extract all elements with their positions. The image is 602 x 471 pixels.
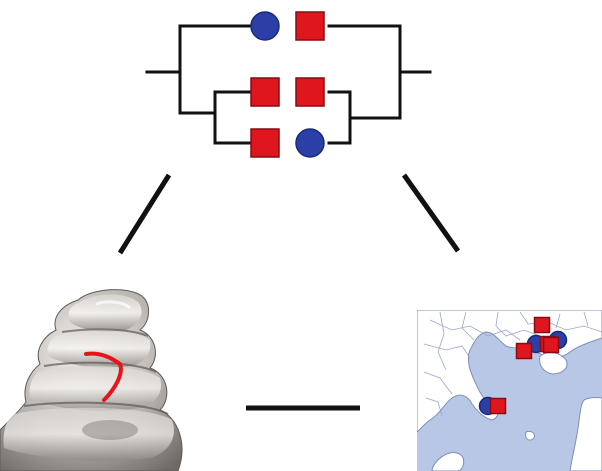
shell-whorl-3: [3, 407, 174, 461]
map-marker-north-square: [515, 342, 533, 360]
map-marker-north-square: [533, 316, 551, 334]
shell-suture-1: [61, 328, 149, 337]
map-border-2: [423, 343, 471, 359]
shell-photograph: [0, 289, 183, 471]
distribution-map: [417, 310, 602, 471]
shell-suture-3: [23, 401, 169, 415]
map-land-east: [569, 397, 602, 471]
shell-suture-2: [43, 361, 157, 373]
map-border-4: [461, 311, 475, 341]
shell-shadow: [82, 420, 138, 440]
leaf-top-marker-2-square: [295, 11, 325, 41]
map-border-1: [429, 319, 521, 341]
map-border-6: [519, 311, 602, 333]
leaf-top-marker-1-circle: [250, 11, 280, 41]
leaf-markers: [250, 11, 325, 158]
leaf-bottom-marker-1-square: [250, 128, 280, 158]
map-marker-north-square: [542, 336, 560, 354]
map-border-7: [423, 371, 453, 395]
map-border-9: [555, 313, 561, 329]
leaf-middle-marker-2-square: [295, 77, 325, 107]
map-border-5: [495, 311, 541, 337]
map-border-8: [425, 397, 443, 417]
leaf-middle-marker-1-square: [250, 77, 280, 107]
shell-whorl-1: [47, 328, 151, 368]
map-border-3: [437, 311, 447, 371]
shell-red-stripe: [84, 351, 123, 402]
shell-whorl-2: [29, 365, 162, 411]
shell-highlight: [95, 300, 132, 310]
map-land-small-island: [525, 431, 535, 441]
map-marker-south-square: [489, 397, 507, 415]
connector-right: [401, 173, 461, 253]
connectors: [117, 173, 461, 411]
connector-left: [117, 173, 172, 255]
map-border-10: [583, 311, 589, 327]
map-markers: [478, 316, 568, 416]
map-land-south-peninsula: [431, 452, 465, 471]
leaf-bottom-marker-2-circle: [295, 128, 325, 158]
tree: [145, 24, 432, 145]
